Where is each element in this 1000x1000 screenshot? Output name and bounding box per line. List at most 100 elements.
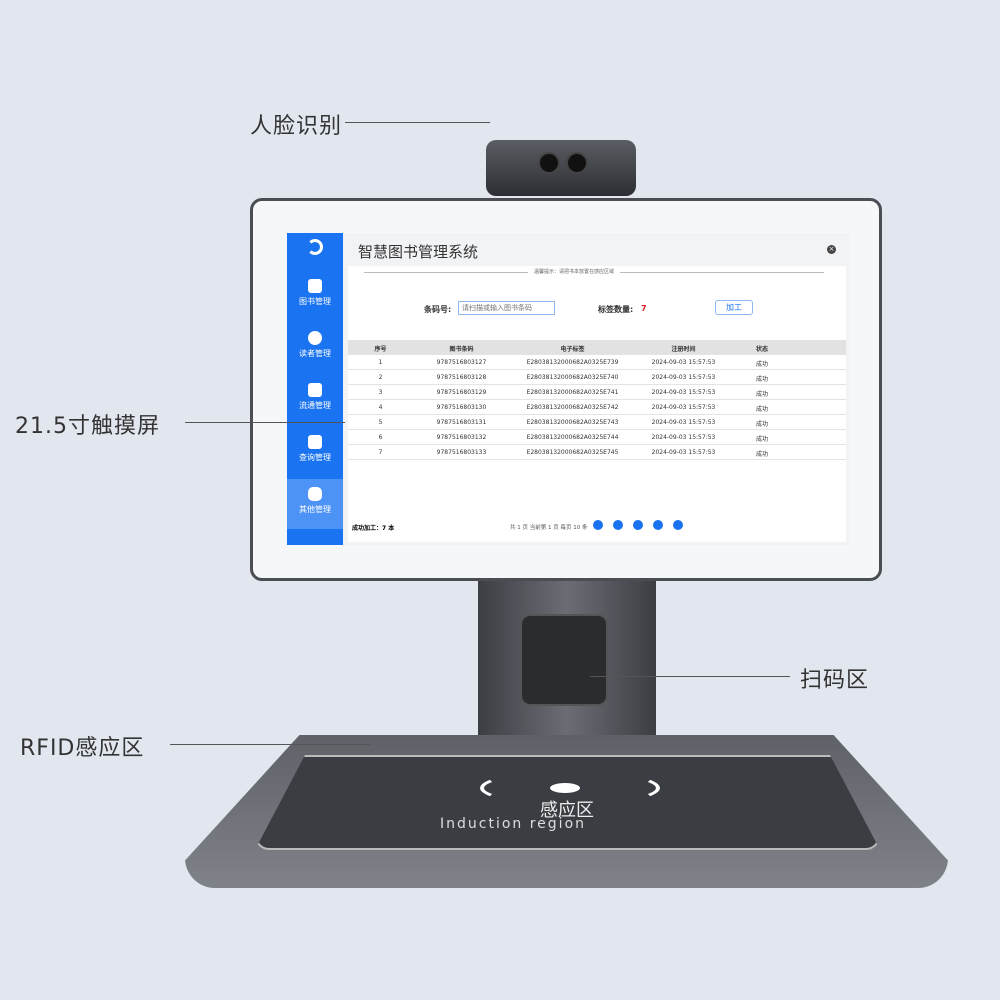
table-cell: 2024-09-03 15:57:53 (651, 359, 716, 366)
table-cell: 2 (378, 374, 383, 381)
leader-line (590, 676, 790, 677)
table-cell: 2024-09-03 15:57:53 (651, 434, 716, 441)
search-doc-icon (308, 435, 322, 449)
table-cell: E28038132000682A0325E740 (526, 374, 619, 381)
table-cell: E28038132000682A0325E744 (526, 434, 619, 441)
induction-label-en: Induction region (440, 816, 587, 832)
page-title: 智慧图书管理系统 (358, 243, 479, 261)
callout-scan: 扫码区 (800, 668, 870, 693)
camera-lens-icon (566, 152, 588, 174)
table-row[interactable]: 3 9787516803129 E28038132000682A0325E741 20… (348, 385, 846, 400)
table-cell: 2024-09-03 15:57:53 (651, 449, 716, 456)
users-icon (308, 331, 322, 345)
callout-face: 人脸识别 (250, 114, 343, 139)
hint-text: 温馨提示：请把书本放置在感应区域 (528, 268, 621, 275)
sidebar-item-other[interactable]: 其他管理 (287, 479, 343, 529)
face-recognition-camera (486, 140, 636, 196)
rfid-wave-icon (480, 770, 660, 806)
close-icon[interactable]: × (827, 245, 836, 254)
refresh-icon[interactable] (673, 520, 683, 530)
table-cell: 成功 (755, 376, 768, 383)
table-row[interactable]: 4 9787516803130 E28038132000682A0325E742 20… (348, 400, 846, 415)
sidebar-label: 其他管理 (299, 505, 331, 514)
pager-info: 共 1 页 当前第 1 页 每页 10 条 (510, 525, 588, 531)
table-cell: 2024-09-03 15:57:53 (651, 374, 716, 381)
table-cell: E28038132000682A0325E741 (526, 389, 619, 396)
first-page-icon[interactable] (593, 520, 603, 530)
table-cell: 9787516803127 (436, 359, 487, 366)
logo-icon (307, 239, 323, 255)
table-cell: 1 (378, 359, 383, 366)
sidebar: 图书管理 读者管理 流通管理 查询管理 其他管理 (287, 233, 343, 545)
table-cell: 成功 (755, 436, 768, 443)
sidebar-item-circulation[interactable]: 流通管理 (287, 375, 343, 425)
circulation-icon (308, 383, 322, 397)
barcode-scanner (520, 614, 608, 706)
table-cell: 2024-09-03 15:57:53 (651, 404, 716, 411)
leader-line (185, 422, 345, 423)
table-cell: 成功 (755, 391, 768, 398)
table-cell: 9787516803132 (436, 434, 487, 441)
table-cell: 9787516803130 (436, 404, 487, 411)
induction-label-cn: 感应区 (540, 800, 594, 821)
table-cell: 9787516803128 (436, 374, 487, 381)
callout-rfid: RFID感应区 (20, 736, 145, 761)
app-window: 图书管理 读者管理 流通管理 查询管理 其他管理 智慧图书管理系统 × 温馨提示… (287, 233, 850, 545)
table-cell: 成功 (755, 451, 768, 458)
table-cell: 7 (378, 449, 383, 456)
process-button[interactable]: 加工 (715, 300, 753, 315)
callout-screen: 21.5寸触摸屏 (15, 414, 160, 439)
table-row[interactable]: 1 9787516803127 E28038132000682A0325E739 20… (348, 355, 846, 370)
table-cell: 9787516803129 (436, 389, 487, 396)
table-row[interactable]: 7 9787516803133 E28038132000682A0325E745 20… (348, 445, 846, 460)
success-count: 成功加工：7 本 (352, 525, 395, 532)
sidebar-item-books[interactable]: 图书管理 (287, 271, 343, 321)
table-cell: E28038132000682A0325E742 (526, 404, 619, 411)
grid-icon (308, 487, 322, 501)
table-cell: E28038132000682A0325E739 (526, 359, 619, 366)
table-cell: 成功 (755, 361, 768, 368)
table-cell: 2024-09-03 15:57:53 (651, 419, 716, 426)
table-cell: 3 (378, 389, 383, 396)
pager-controls (593, 520, 683, 530)
sidebar-label: 流通管理 (299, 401, 331, 410)
table-cell: 9787516803131 (436, 419, 487, 426)
tag-count: 7 (641, 304, 647, 313)
table-cell: 9787516803133 (436, 449, 487, 456)
column-header: 图书条码 (449, 346, 474, 353)
table-row[interactable]: 6 9787516803132 E28038132000682A0325E744 20… (348, 430, 846, 445)
last-page-icon[interactable] (653, 520, 663, 530)
main-panel: 智慧图书管理系统 × 温馨提示：请把书本放置在感应区域 条码号: 标签数量: 7… (344, 233, 850, 545)
table-cell: 5 (378, 419, 383, 426)
camera-lens-icon (538, 152, 560, 174)
leader-line (345, 122, 490, 123)
sidebar-item-readers[interactable]: 读者管理 (287, 323, 343, 373)
barcode-label: 条码号: (424, 305, 452, 314)
table-row[interactable]: 2 9787516803128 E28038132000682A0325E740 20… (348, 370, 846, 385)
book-icon (308, 279, 322, 293)
column-header: 序号 (374, 346, 387, 353)
table-cell: E28038132000682A0325E743 (526, 419, 619, 426)
table-row[interactable]: 5 9787516803131 E28038132000682A0325E743 20… (348, 415, 846, 430)
table-cell: 成功 (755, 421, 768, 428)
table-cell: 4 (378, 404, 383, 411)
sidebar-label: 图书管理 (299, 297, 331, 306)
table-header: 序号 图书条码 电子标签 注册时间 状态 (348, 340, 846, 355)
table-cell: 2024-09-03 15:57:53 (651, 389, 716, 396)
content-panel: 温馨提示：请把书本放置在感应区域 条码号: 标签数量: 7 加工 序号 图书条码… (348, 266, 846, 542)
column-header: 状态 (755, 346, 768, 353)
sidebar-label: 读者管理 (299, 349, 331, 358)
sidebar-item-query[interactable]: 查询管理 (287, 427, 343, 477)
tag-count-label: 标签数量: (598, 305, 634, 314)
table-cell: 6 (378, 434, 383, 441)
barcode-input[interactable] (458, 301, 555, 315)
leader-line (170, 744, 370, 745)
rfid-dot-icon (550, 783, 580, 793)
table-cell: E28038132000682A0325E745 (526, 449, 619, 456)
table-cell: 成功 (755, 406, 768, 413)
column-header: 注册时间 (671, 346, 696, 353)
next-page-icon[interactable] (633, 520, 643, 530)
prev-page-icon[interactable] (613, 520, 623, 530)
column-header: 电子标签 (560, 346, 585, 353)
sidebar-label: 查询管理 (299, 453, 331, 462)
